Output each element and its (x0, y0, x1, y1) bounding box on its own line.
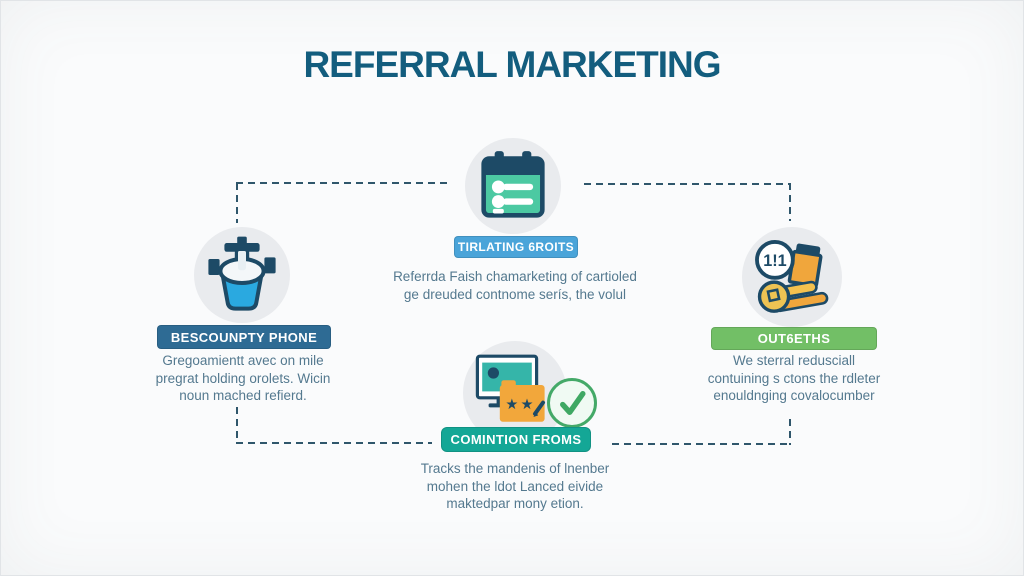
checkmark-icon (547, 378, 597, 428)
label-badge-right: OUT6ETHS (711, 327, 877, 350)
connector-right-top-horizontal (584, 183, 790, 185)
funnel-phone-icon (208, 236, 276, 311)
description-right: We sterral redusciall contuining s ctons… (707, 353, 881, 403)
connector-right-bottom-vertical (789, 419, 791, 445)
description-left: Gregoamientt avec on mile pregrat holdin… (155, 353, 331, 403)
svg-text:1!1: 1!1 (763, 252, 786, 270)
description-bottom: Tracks the mandenis of lnenber mohen the… (420, 461, 610, 511)
label-text-bottom: COMINTION FROMS (450, 432, 582, 447)
label-text-left: BESCOUNPTY PHONE (170, 329, 318, 345)
label-text-right: OUT6ETHS (757, 331, 831, 346)
node-circle-left (194, 227, 290, 323)
svg-text:★: ★ (521, 397, 534, 413)
connector-left-bottom-vertical (236, 407, 238, 443)
calendar-list-icon (481, 151, 545, 218)
label-badge-bottom: COMINTION FROMS (441, 427, 591, 452)
connector-left-top-horizontal (236, 182, 448, 184)
connector-left-top-vertical (236, 183, 238, 223)
rewards-bag-coin-icon: 1!1 (755, 240, 829, 313)
node-circle-top (465, 138, 561, 234)
label-badge-left: BESCOUNPTY PHONE (157, 325, 331, 349)
connector-right-bottom-horizontal (612, 443, 790, 445)
node-circle-right: 1!1 (742, 227, 842, 327)
svg-text:★: ★ (505, 397, 518, 413)
description-top: Referrda Faish chamarketing of cartioled… (393, 269, 637, 302)
page-title: REFERRAL MARKETING (303, 44, 721, 85)
label-text-top: TIRLATING 6ROITS (457, 240, 575, 254)
browser-form-check-icon: ★ ★ (475, 354, 545, 422)
connector-left-bottom-horizontal (236, 442, 432, 444)
connector-right-top-vertical (789, 183, 791, 221)
label-badge-top: TIRLATING 6ROITS (454, 236, 578, 258)
